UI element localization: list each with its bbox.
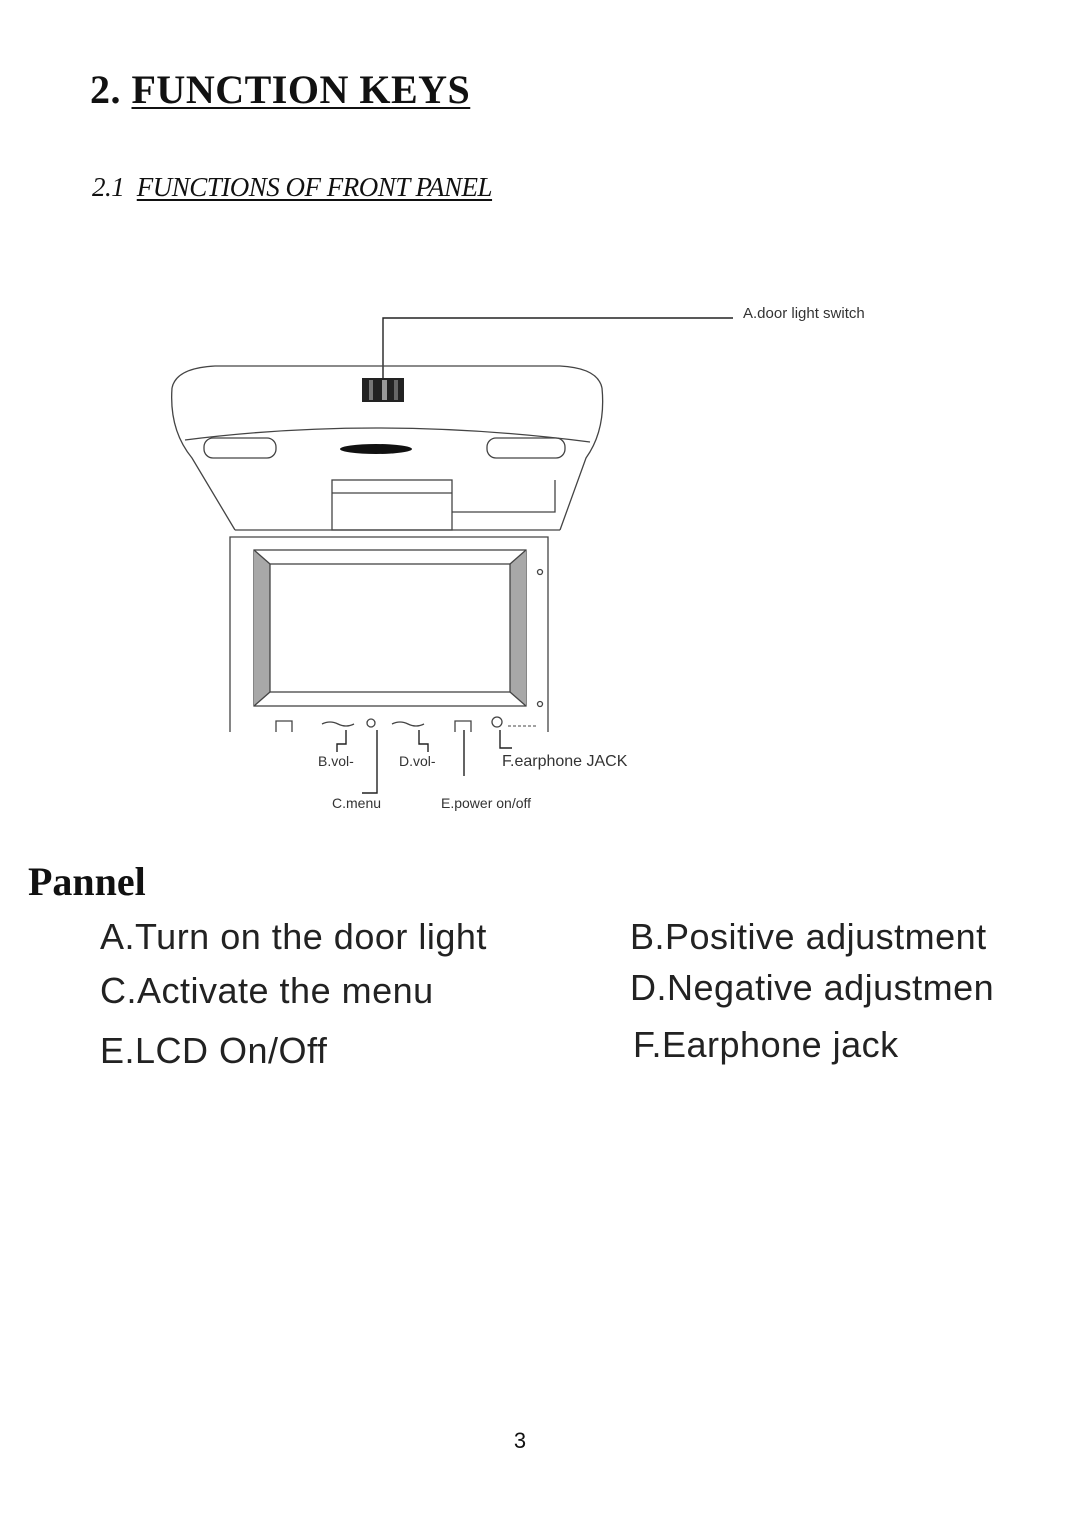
function-c: C.Activate the menu — [100, 970, 434, 1011]
panel-button-left — [275, 720, 293, 732]
door-light-callout-line — [382, 317, 733, 380]
subsection-number: 2.1 — [92, 172, 125, 202]
function-d: D.Negative adjustmen — [630, 967, 995, 1008]
menu-button — [366, 718, 376, 728]
section-heading: 2. FUNCTION KEYS — [90, 66, 470, 113]
pannel-title: Pannel — [28, 859, 146, 904]
lower-callout-lines — [336, 730, 512, 794]
label-door-light-switch: A.door light switch — [743, 305, 865, 322]
vol-minus-button — [391, 721, 425, 727]
section-number: 2. — [90, 67, 121, 112]
front-panel-diagram — [171, 317, 733, 794]
ceiling-housing — [171, 365, 604, 531]
label-vol-d: D.vol- — [399, 753, 436, 769]
label-earphone-jack: F.earphone JACK — [502, 753, 628, 770]
subsection-title: FUNCTIONS OF FRONT PANEL — [136, 172, 493, 202]
power-button — [454, 720, 472, 732]
vol-plus-button — [321, 721, 355, 727]
door-light-switch — [362, 378, 404, 402]
screen-assembly — [229, 536, 549, 732]
function-a: A.Turn on the door light — [100, 916, 487, 957]
label-vol-b: B.vol- — [318, 753, 354, 769]
panel-buttons — [275, 716, 538, 732]
page-number: 3 — [513, 1428, 527, 1453]
label-power: E.power on/off — [441, 795, 532, 811]
function-e: E.LCD On/Off — [100, 1030, 328, 1071]
label-menu: C.menu — [332, 795, 382, 811]
function-b: B.Positive adjustment — [630, 916, 987, 957]
section-title: FUNCTION KEYS — [131, 67, 471, 112]
subsection-heading: 2.1 FUNCTIONS OF FRONT PANEL — [92, 172, 493, 203]
earphone-jack — [491, 716, 503, 728]
function-f: F.Earphone jack — [633, 1024, 899, 1065]
